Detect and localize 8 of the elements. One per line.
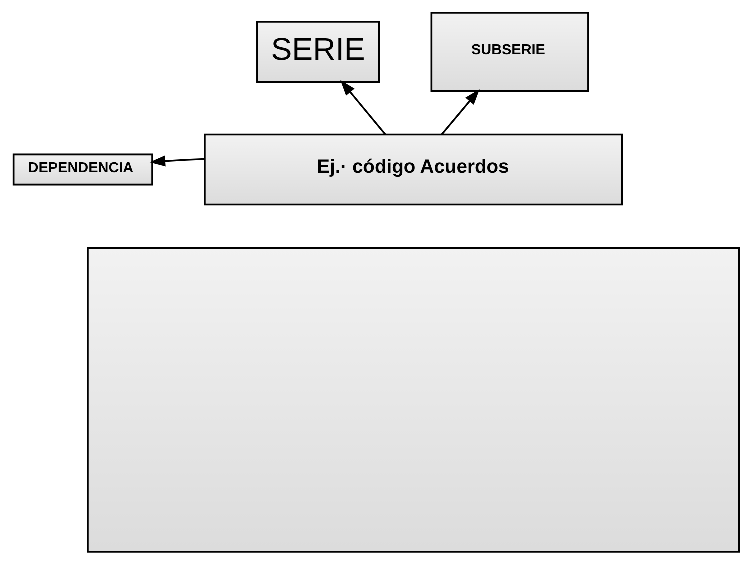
- node-box: SUBSERIE: [430, 12, 590, 92]
- node-box: Ej.· código Acuerdos: [204, 134, 624, 206]
- node-box: SERIE: [256, 21, 380, 84]
- node-box: [87, 247, 740, 553]
- node-box: DEPENDENCIA: [12, 154, 154, 186]
- arrow: [441, 89, 480, 136]
- arrow: [340, 80, 386, 136]
- arrow: [150, 156, 205, 167]
